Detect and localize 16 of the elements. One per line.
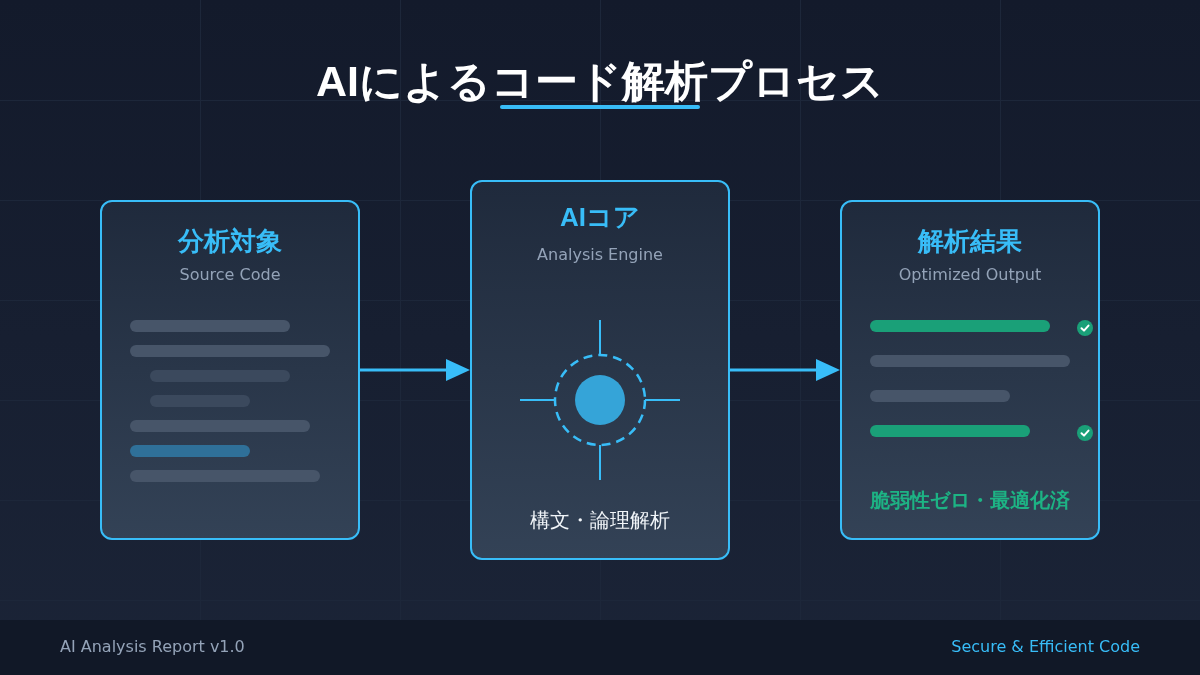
card-subtitle: Analysis Engine (537, 245, 663, 265)
card-caption: 構文・論理解析 (530, 508, 670, 532)
arrow (730, 359, 840, 381)
card-caption: 脆弱性ゼロ・最適化済 (870, 488, 1070, 512)
card-subtitle: Optimized Output (898, 265, 1042, 285)
stage-card (470, 180, 730, 560)
card-heading: AIコア (560, 202, 640, 234)
page-title: AIによるコード解析プロセス (316, 59, 884, 103)
card-heading: 分析対象 (178, 226, 282, 258)
footer-text: AI Analysis Report v1.0 (60, 637, 245, 657)
card-subtitle: Source Code (179, 265, 281, 285)
arrow (360, 359, 470, 381)
footer-text: Secure & Efficient Code (951, 637, 1140, 657)
card-heading: 解析結果 (918, 226, 1022, 258)
stage-card (840, 200, 1100, 540)
stage-card (100, 200, 360, 540)
